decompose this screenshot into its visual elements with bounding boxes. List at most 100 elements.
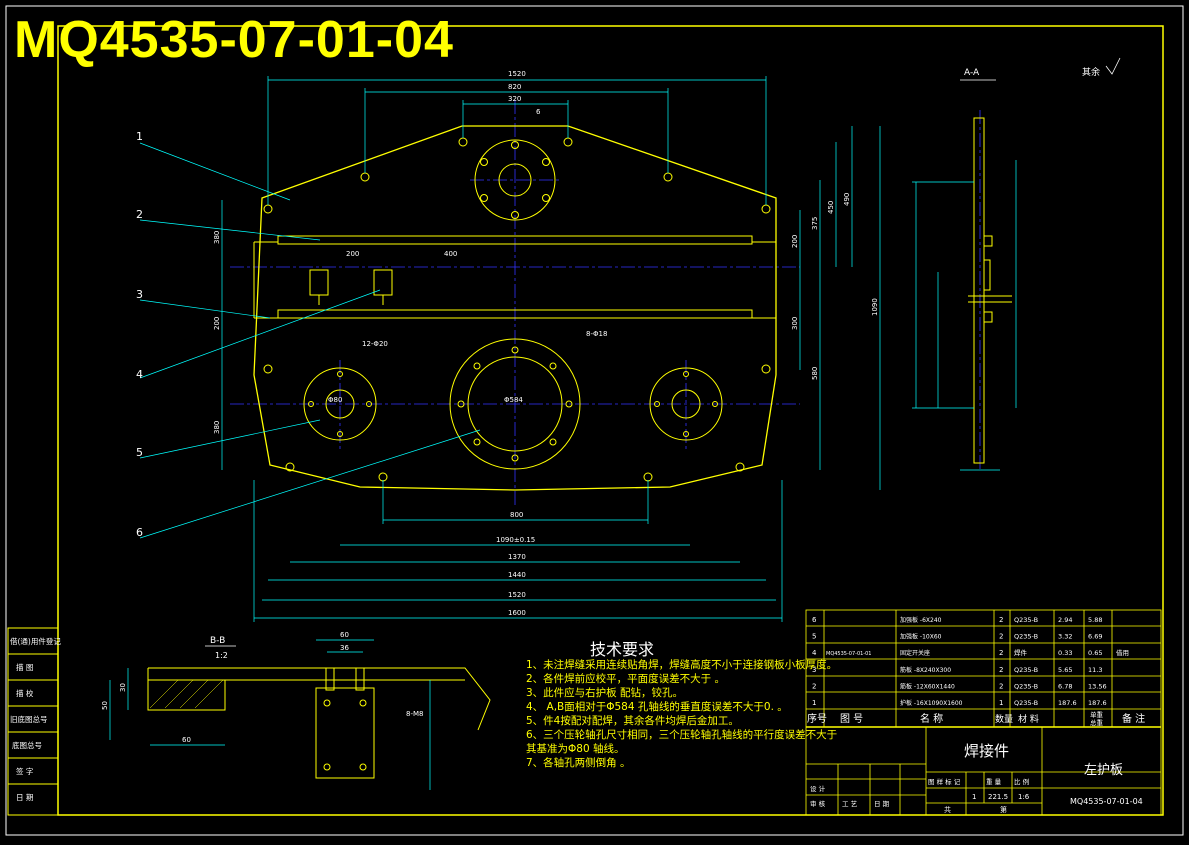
section-bb-label: B-B — [210, 636, 225, 646]
dim-text: 490 — [843, 193, 851, 206]
parts-cell-qty: 2 — [999, 666, 1003, 674]
weight-label: 重 量 — [986, 778, 1002, 786]
tech-requirement-item: 6、三个压轮轴孔尺寸相同，三个压轮轴孔轴线的平行度误差不大于 — [526, 729, 838, 741]
outer-border — [5, 5, 1184, 836]
dim-text: Φ80 — [328, 396, 342, 404]
date-label: 日 期 — [874, 800, 890, 808]
parts-cell-qty: 2 — [999, 616, 1003, 624]
scale-value: 1:6 — [1018, 793, 1030, 801]
balloon-3: 3 — [136, 288, 143, 301]
dim-text: 8-Φ18 — [586, 330, 607, 338]
tech-requirement-item: 4、 A,B面相对于Φ584 孔轴线的垂直度误差不大于0. 。 — [526, 701, 788, 713]
check-label: 审 核 — [810, 799, 826, 808]
quantity-value: 1 — [972, 793, 976, 801]
parts-cell-total-weight: 6.69 — [1088, 633, 1102, 641]
dim-text: 8-M8 — [406, 710, 423, 718]
header-qty: 数量 — [995, 713, 1013, 725]
tech-requirements-title: 技术要求 — [590, 640, 655, 659]
strip-label: 签 字 — [16, 766, 33, 776]
section-aa: A-A 其余 — [912, 57, 1121, 471]
tech-requirement-item: 1、未注焊缝采用连续贴角焊，焊缝高度不小于连接钢板小板厚度。 — [526, 659, 838, 671]
right-dimensions — [799, 126, 881, 490]
roughness-note: 其余 — [1082, 66, 1100, 78]
dim-text: 1090 — [871, 298, 879, 316]
parts-cell-total-weight: 0.65 — [1088, 649, 1102, 657]
dim-text: 36 — [340, 644, 349, 652]
header-material: 材 料 — [1018, 713, 1039, 725]
parts-cell-remark: 借用 — [1116, 648, 1129, 657]
dim-text: 450 — [827, 201, 835, 214]
strip-label: 描 图 — [16, 662, 33, 672]
parts-cell-name: 护板 -16X1090X1600 — [900, 699, 963, 707]
parts-cell-qty: 1 — [999, 699, 1003, 707]
dim-text: 1600 — [508, 609, 526, 617]
sheet-total: 共 — [944, 805, 951, 814]
dim-text: 580 — [811, 367, 819, 380]
parts-cell-unit-weight: 3.32 — [1058, 633, 1072, 641]
parts-cell-code: MQ4535-07-01-01 — [826, 651, 871, 657]
tech-requirements-list: 1、未注焊缝采用连续贴角焊，焊缝高度不小于连接钢板小板厚度。 2、各件焊前应校平… — [526, 658, 837, 770]
dim-text: 50 — [101, 701, 109, 710]
parts-cell-name: 加强板 -10X60 — [900, 633, 942, 641]
parts-cell-name: 固定开关座 — [900, 649, 930, 657]
header-remark: 备 注 — [1122, 712, 1145, 725]
parts-cell-material: Q235-B — [1014, 633, 1038, 641]
parts-cell-unit-weight: 0.33 — [1058, 649, 1072, 657]
dim-text: 200 — [213, 317, 221, 330]
dim-text: 380 — [213, 421, 221, 434]
inner-frame — [57, 25, 1164, 816]
dim-text: 12-Φ20 — [362, 340, 388, 348]
roughness-icon — [1105, 57, 1121, 75]
tech-requirement-item: 3、此件应与右护板 配钻，铰孔。 — [526, 687, 684, 699]
parts-cell-qty: 2 — [999, 633, 1003, 641]
parts-cell-material: 焊件 — [1014, 648, 1028, 657]
dim-text: 1440 — [508, 571, 526, 579]
balloon-1: 1 — [136, 130, 143, 143]
parts-cell-material: Q235-B — [1014, 699, 1038, 707]
strip-label: 借(通)用件登记 — [10, 636, 61, 646]
section-bb: B-B 1:2 — [101, 631, 491, 790]
tech-requirement-item: 其基准为Φ80 轴线。 — [526, 743, 625, 755]
parts-cell-total-weight: 187.6 — [1088, 699, 1107, 707]
header-code: 图 号 — [840, 713, 863, 725]
strip-label: 描 校 — [16, 688, 34, 698]
parts-cell-material: Q235-B — [1014, 666, 1038, 674]
stage-mark-label: 图 样 标 记 — [928, 777, 961, 786]
design-label: 设 计 — [810, 784, 826, 793]
title-drawing-number: MQ4535-07-01-04 — [1070, 797, 1143, 806]
parts-cell-unit-weight: 6.78 — [1058, 682, 1072, 690]
dim-text: 1090±0.15 — [496, 536, 535, 544]
assembly-type: 焊接件 — [964, 742, 1009, 760]
dim-text: 400 — [444, 250, 457, 258]
tech-requirement-item: 7、各轴孔两侧倒角 。 — [526, 757, 631, 769]
balloon-6: 6 — [136, 526, 143, 539]
dim-text: 60 — [340, 631, 349, 639]
dim-text: 6 — [536, 108, 541, 116]
parts-cell-material: Q235-B — [1014, 682, 1038, 690]
header-total-weight: 总重 — [1090, 718, 1104, 727]
weight-value: 221.5 — [988, 793, 1008, 801]
dim-text: 200 — [346, 250, 359, 258]
parts-cell-seq: 1 — [812, 699, 816, 707]
sheet-no: 第 — [1000, 805, 1007, 814]
top-bearing-seat — [474, 139, 556, 221]
parts-cell-seq: 6 — [812, 616, 817, 624]
approve-label: 工 艺 — [842, 800, 858, 808]
parts-cell-seq: 4 — [812, 649, 817, 657]
main-view: 1 2 3 4 5 6 1520 820 320 6 800 1090±0.15… — [136, 70, 881, 622]
dim-text: 30 — [119, 683, 127, 692]
balloon-5: 5 — [136, 446, 143, 459]
parts-list — [805, 609, 1162, 816]
parts-cell-unit-weight: 2.94 — [1058, 616, 1072, 624]
parts-cell-name: 筋板 -8X240X300 — [900, 666, 951, 674]
header-name: 名 称 — [920, 712, 943, 725]
left-strip — [7, 627, 59, 816]
main-bearing-seat — [449, 338, 581, 470]
parts-cell-seq: 2 — [812, 682, 816, 690]
bottom-dimensions — [253, 480, 783, 622]
scale-label: 比 例 — [1014, 777, 1029, 786]
dim-text: Φ584 — [504, 396, 523, 404]
